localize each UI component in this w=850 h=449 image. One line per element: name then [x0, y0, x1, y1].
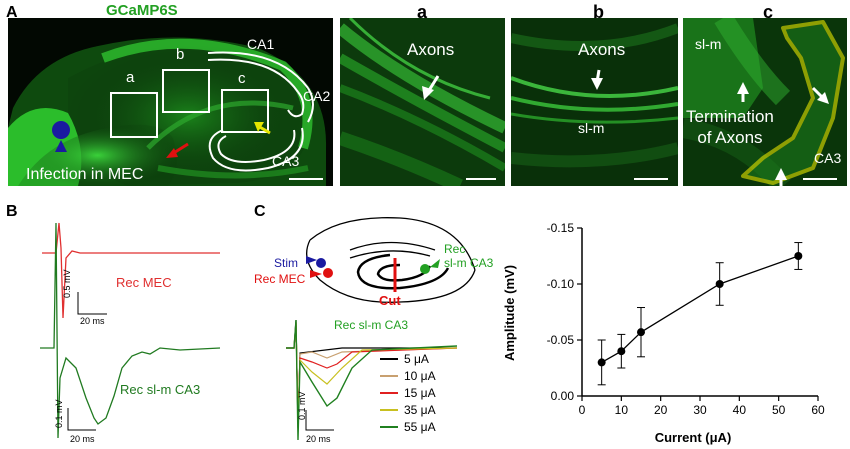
x-tick-label: 10: [615, 403, 629, 417]
legend-label: 5 μA: [404, 351, 429, 366]
x-tick-label: 20: [654, 403, 668, 417]
ca3-label: CA3: [272, 153, 300, 169]
legend-entry: 35 μA: [380, 401, 460, 418]
legend-swatch: [380, 374, 398, 377]
panel-a-letter: A: [6, 4, 18, 21]
box-label-a: a: [126, 69, 135, 86]
c-traces-title: Rec sl-m CA3: [334, 318, 409, 332]
legend-entry: 10 μA: [380, 367, 460, 384]
legend-entry: 5 μA: [380, 350, 460, 367]
data-point: [597, 358, 606, 367]
rec-mec-label: Rec MEC: [116, 275, 172, 290]
hippocampus-micrograph: [8, 18, 333, 186]
y-tick-label: -0.15: [547, 221, 575, 235]
data-point: [715, 280, 724, 288]
zoom-b-slm-label: sl-m: [578, 120, 605, 136]
chart-xlabel: Current (μA): [655, 430, 732, 445]
zoom-c-svg: [683, 18, 847, 186]
panel-a-title: GCaMP6S: [106, 2, 178, 19]
scalebar-a-main: [289, 178, 323, 180]
x-tick-label: 0: [579, 403, 586, 417]
legend-entry: 55 μA: [380, 418, 460, 435]
legend-label: 10 μA: [404, 368, 436, 383]
chart-axes: 0 10 20 30 40 50 60 0.00 -0.05 -0.10 -0.15: [547, 221, 825, 417]
legend-entry: 15 μA: [380, 384, 460, 401]
scalebar-a: [466, 178, 496, 180]
legend-label: 35 μA: [404, 402, 436, 417]
box-label-c: c: [238, 70, 246, 87]
current-legend: 5 μA 10 μA 15 μA 35 μA 55 μA: [380, 350, 460, 435]
x-tick-label: 30: [693, 403, 707, 417]
legend-swatch: [380, 391, 398, 394]
zoom-c-slm-label: sl-m: [695, 36, 722, 52]
ca1-label: CA1: [247, 36, 275, 52]
infection-label: Infection in MEC: [26, 166, 144, 183]
box-label-b: b: [176, 46, 185, 63]
series-line: [601, 255, 799, 363]
schematic-rec-mec-label: Rec MEC: [254, 272, 306, 286]
legend-label: 15 μA: [404, 385, 436, 400]
panel-b-letter: B: [6, 203, 18, 220]
chart-ylabel: Amplitude (mV): [502, 265, 517, 361]
zoom-b-micrograph: [511, 18, 678, 186]
legend-swatch: [380, 357, 398, 360]
y-tick-label: 0.00: [551, 389, 575, 403]
c-scale-v-label: 0.1 mV: [297, 391, 307, 420]
zoom-c-termination-label: Termination of Axons: [686, 107, 774, 147]
y-tick-label: -0.05: [547, 333, 575, 347]
schematic-stim-label: Stim: [274, 256, 298, 270]
x-tick-label: 60: [811, 403, 825, 417]
legend-swatch: [380, 425, 398, 428]
zoom-b-axons-label: Axons: [578, 40, 626, 59]
c-scale-t-label: 20 ms: [306, 434, 331, 444]
scale1-v-label: 0.5 mV: [62, 269, 72, 298]
zoom-c-ca3-label: CA3: [814, 150, 842, 166]
panel-c-letter: C: [254, 203, 266, 220]
hippocampus-micrograph-svg: [8, 18, 333, 186]
scale2-v-label: 0.1 mV: [54, 399, 64, 428]
zoom-b-title: b: [593, 2, 604, 22]
legend-swatch: [380, 408, 398, 411]
legend-label: 55 μA: [404, 419, 436, 434]
ca2-label: CA2: [303, 88, 331, 104]
y-tick-label: -0.10: [547, 277, 575, 291]
rec-slm-ca3-label-b: Rec sl-m CA3: [120, 382, 201, 397]
chart-marks: [597, 242, 803, 386]
zoom-c-micrograph: [683, 18, 847, 186]
data-point: [617, 347, 626, 356]
panel-c-schematic: [306, 217, 476, 303]
x-tick-label: 50: [772, 403, 786, 417]
scalebar-b: [634, 178, 668, 180]
zoom-a-axons-label: Axons: [407, 40, 455, 59]
zoom-a-svg: [340, 18, 505, 186]
schematic-rec-ca3-label: Rec sl-m CA3: [444, 242, 494, 270]
x-tick-label: 40: [733, 403, 747, 417]
amplitude-chart: 0 10 20 30 40 50 60 0.00 -0.05 -0.10 -0.15 Current…: [502, 221, 825, 445]
panel-b-traces: [40, 222, 221, 439]
legend-rows: 5 μA 10 μA 15 μA 35 μA 55 μA: [380, 350, 460, 435]
schematic-cut-label: Cut: [379, 293, 401, 308]
scale2-t-label: 20 ms: [70, 434, 95, 444]
zoom-a-micrograph: [340, 18, 505, 186]
scale1-t-label: 20 ms: [80, 316, 105, 326]
data-point: [637, 328, 645, 337]
panel-c-traces: [286, 319, 458, 441]
zoom-b-svg: [511, 18, 678, 186]
zoom-c-title: c: [763, 2, 774, 22]
data-point: [794, 252, 803, 260]
zoom-a-title: a: [417, 2, 428, 22]
scalebar-c: [803, 178, 837, 180]
